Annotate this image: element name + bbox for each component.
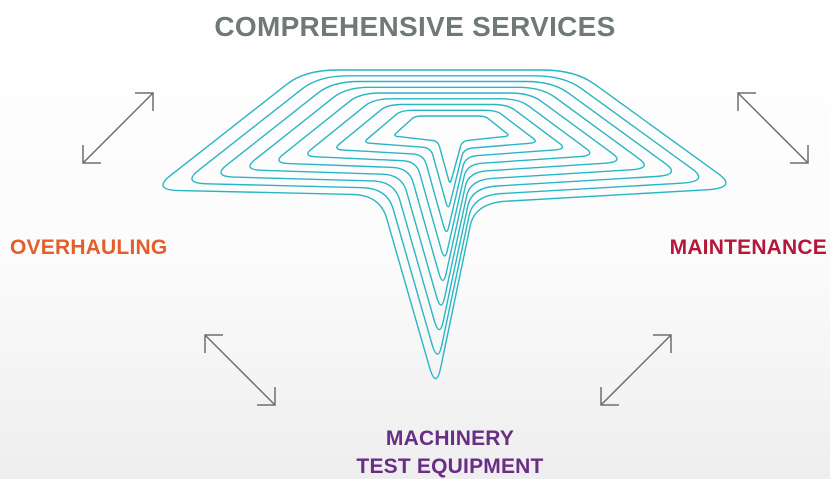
maintenance-label: MAINTENANCE bbox=[669, 236, 827, 259]
arrow-stroke bbox=[600, 334, 672, 406]
contour-line bbox=[365, 109, 536, 208]
contour-line bbox=[191, 75, 700, 355]
contour-t-logo bbox=[162, 69, 727, 380]
contour-line bbox=[394, 115, 509, 184]
contour-line bbox=[336, 103, 564, 233]
double-arrow-icon-bottom-left bbox=[195, 325, 285, 415]
contour-line bbox=[307, 98, 591, 257]
arrow-stroke bbox=[737, 92, 809, 164]
overhauling-label: OVERHAULING bbox=[10, 236, 168, 259]
double-arrow-icon-bottom-right bbox=[591, 325, 681, 415]
diagram-title: COMPREHENSIVE SERVICES bbox=[214, 11, 616, 42]
arrow-stroke bbox=[204, 334, 276, 406]
contour-line bbox=[220, 80, 673, 331]
machinery-test-equipment-label: MACHINERY TEST EQUIPMENT bbox=[0, 425, 830, 481]
contour-line bbox=[278, 92, 618, 282]
double-arrow-icon-top-right bbox=[728, 83, 818, 173]
contour-line bbox=[249, 86, 645, 306]
bottom-label-line2: TEST EQUIPMENT bbox=[356, 455, 544, 478]
bottom-label-line1: MACHINERY bbox=[385, 427, 515, 450]
arrow-stroke bbox=[82, 92, 154, 164]
double-arrow-icon-top-left bbox=[73, 83, 163, 173]
contour-line bbox=[162, 69, 727, 380]
